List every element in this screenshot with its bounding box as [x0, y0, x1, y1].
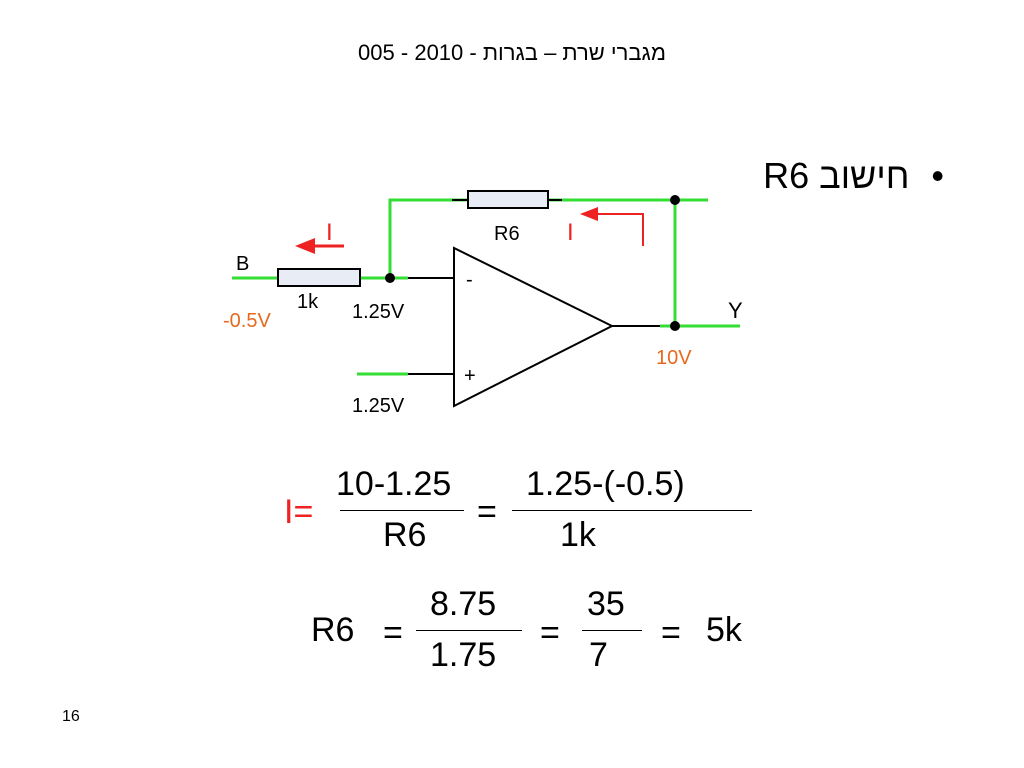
eq2-denominator-2: 7 — [589, 636, 608, 674]
current-arrow-right — [580, 207, 644, 246]
bullet-dot: • — [931, 155, 944, 196]
bullet-text: חישוב R6 — [763, 155, 910, 196]
label-input-resistor: 1k — [297, 291, 319, 313]
junction-output — [670, 321, 680, 331]
label-current-left: I — [326, 219, 333, 246]
label-node-b: B — [236, 253, 249, 275]
eq2-lhs: R6 — [311, 611, 355, 649]
eq1-fraction-bar-2 — [512, 510, 752, 511]
eq1-equals: = — [477, 493, 497, 531]
slide-title: מגברי שרת – בגרות - 2010 - 005 — [358, 40, 666, 65]
label-noninverting-symbol: + — [464, 365, 476, 387]
eq2-equals-c: = — [661, 614, 681, 652]
eq2-fraction-bar-1 — [416, 630, 522, 631]
eq2-numerator-1: 8.75 — [430, 585, 497, 623]
page-number: 16 — [62, 708, 80, 725]
eq2-numerator-2: 35 — [587, 585, 625, 623]
eq2-equals-b: = — [540, 614, 560, 652]
eq1-fraction-bar-1 — [340, 510, 464, 511]
eq1-numerator-1: 10-1.25 — [336, 465, 452, 503]
input-resistor — [277, 268, 361, 287]
eq1-lhs: I= — [284, 493, 314, 531]
eq2-result: 5k — [706, 611, 742, 649]
junction-feedback — [670, 195, 680, 205]
label-noninverting-voltage: 1.25V — [352, 395, 405, 417]
feedback-resistor — [467, 190, 549, 209]
label-inverting-voltage: 1.25V — [352, 301, 405, 323]
label-feedback-resistor: R6 — [494, 223, 520, 245]
eq2-denominator-1: 1.75 — [430, 636, 497, 674]
eq1-denominator-1: R6 — [383, 516, 427, 554]
black-wires — [408, 199, 660, 375]
green-wires — [232, 198, 740, 376]
label-inverting-symbol: - — [466, 269, 473, 291]
wire-feedback-left — [388, 198, 468, 278]
current-arrow-left — [295, 238, 344, 254]
eq1-numerator-2: 1.25-(-0.5) — [526, 465, 685, 503]
opamp-circuit-diagram: B -0.5V 1k R6 1.25V 1.25V - + Y 10V I I — [223, 190, 743, 417]
eq2-fraction-bar-2 — [582, 630, 642, 631]
junction-inverting — [385, 273, 395, 283]
opamp-triangle — [453, 246, 615, 408]
bullet-heading: • חישוב R6 — [763, 155, 944, 197]
label-b-voltage: -0.5V — [223, 310, 271, 332]
eq1-denominator-2: 1k — [560, 516, 596, 554]
label-current-right: I — [567, 219, 574, 246]
label-output-y: Y — [728, 298, 743, 323]
label-output-voltage: 10V — [656, 347, 692, 369]
eq2-equals-a: = — [383, 614, 403, 652]
